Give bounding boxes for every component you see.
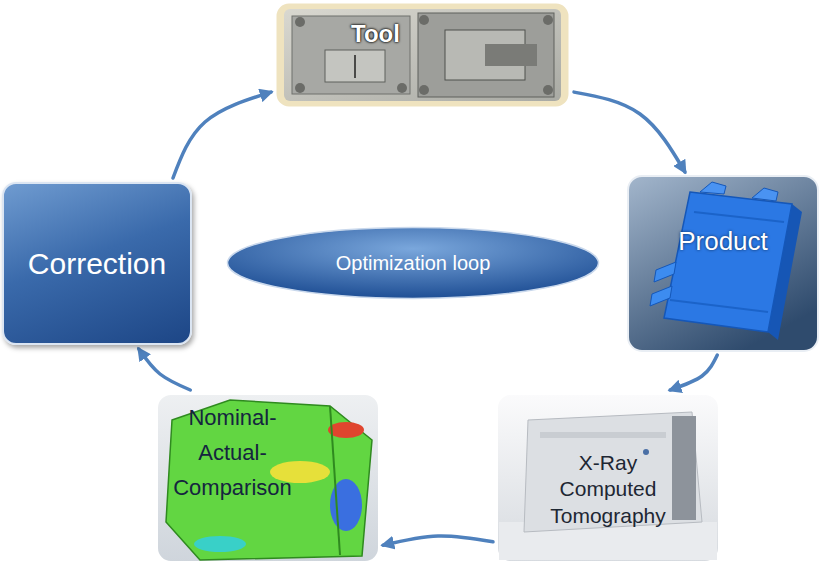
node-label: Tool <box>351 20 400 49</box>
node-label: Correction <box>28 246 166 282</box>
tool-photo <box>275 2 570 108</box>
flow-arrow <box>173 92 271 178</box>
ct-machine-photo <box>497 394 719 562</box>
node-label: Optimization loop <box>336 251 491 275</box>
process-box: Correction <box>2 182 192 345</box>
product-render <box>628 176 818 351</box>
process-box: Product <box>628 176 818 351</box>
flow-arrow <box>670 355 717 390</box>
process-box: Nominal-Actual-Comparison <box>157 394 379 562</box>
flow-arrow <box>574 92 685 172</box>
node-label: Product <box>678 226 768 257</box>
ellipse-node: Optimization loop <box>226 226 600 300</box>
process-box: Tool <box>275 2 570 108</box>
color-deviation-map <box>157 394 379 562</box>
process-box: X-Ray Computed Tomography <box>497 394 719 562</box>
node-label: X-Ray Computed Tomography <box>546 450 671 529</box>
flow-arrow <box>383 536 493 545</box>
node-label: Nominal-Actual-Comparison <box>165 400 300 506</box>
flow-arrow <box>139 349 191 390</box>
